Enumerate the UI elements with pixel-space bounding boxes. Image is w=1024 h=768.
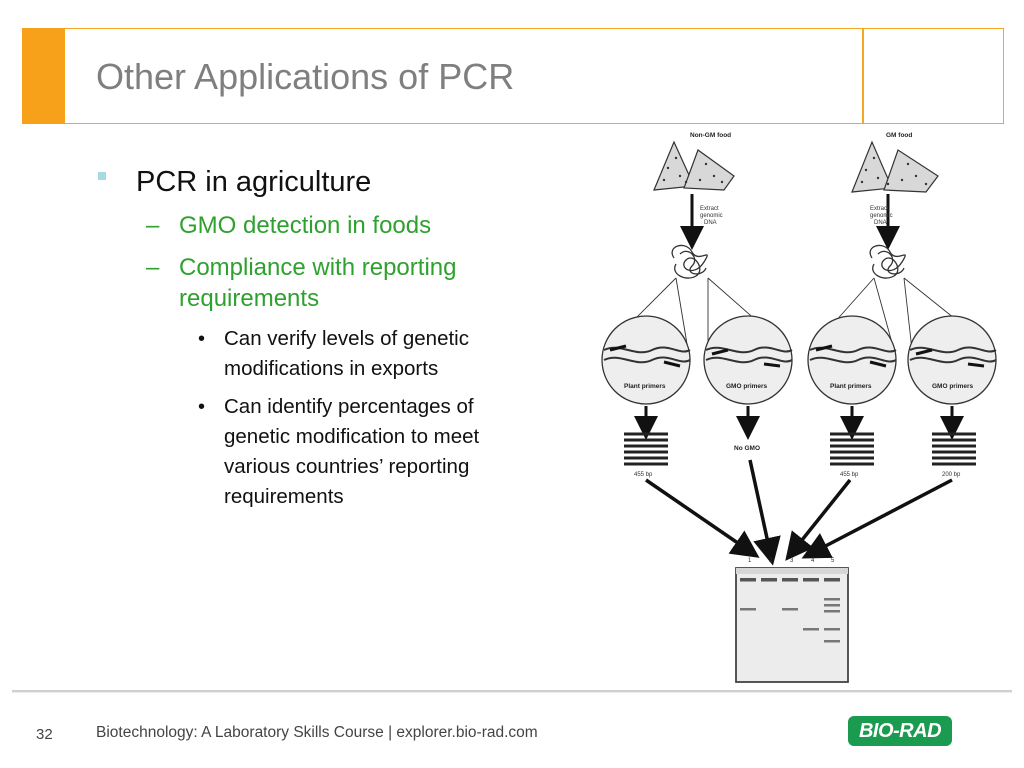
product-size-label: 455 bp: [634, 472, 653, 478]
dna-tangle-icon: [671, 244, 708, 279]
svg-text:GMO primers: GMO primers: [726, 383, 768, 390]
svg-text:3: 3: [790, 558, 794, 564]
svg-text:5: 5: [831, 558, 835, 564]
arrow-to-gel-icon: [645, 478, 760, 558]
dna-tangle-icon: [869, 244, 906, 279]
dot-marker: •: [198, 328, 206, 350]
svg-text:4: 4: [811, 558, 815, 564]
footer-text: Biotechnology: A Laboratory Skills Cours…: [96, 724, 538, 741]
product-size-label: 455 bp: [840, 472, 859, 478]
svg-text:2: 2: [769, 558, 773, 564]
sub-sub-bullet-text: Can verify levels of genetic modificatio…: [224, 327, 469, 380]
svg-text:DNA: DNA: [704, 220, 717, 226]
svg-text:GMO primers: GMO primers: [932, 383, 974, 390]
arrow-to-gel-icon: [801, 478, 953, 559]
svg-text:Plant primers: Plant primers: [830, 383, 872, 390]
slide-title: Other Applications of PCR: [96, 56, 515, 97]
footer-divider-shadow: [12, 692, 1012, 693]
extract-dna-label-right: Extract genomic DNA: [870, 206, 893, 226]
svg-text:1: 1: [748, 558, 752, 564]
footer-divider: [12, 690, 1012, 692]
nongm-food-icon: [653, 140, 735, 191]
gel-lane-numbers: 1 2 3 4 5: [748, 558, 835, 564]
svg-text:Extract: Extract: [700, 206, 719, 212]
gm-food-label: GM food: [886, 132, 912, 139]
dash-marker: –: [146, 212, 160, 239]
square-bullet-icon: [98, 172, 106, 180]
title-accent-block: [22, 28, 65, 124]
magnified-dna-plant-primers-left: Plant primers: [601, 315, 691, 405]
svg-text:genomic: genomic: [700, 213, 723, 219]
magnified-dna-plant-primers-right: Plant primers: [807, 315, 897, 405]
pcr-product-stack-icon: [830, 432, 874, 466]
svg-text:Extract: Extract: [870, 206, 889, 212]
arrow-to-gel-icon: [748, 459, 781, 566]
dash-marker: –: [146, 254, 160, 281]
pcr-product-stack-icon: [932, 432, 976, 466]
bullet-text: PCR in agriculture: [136, 166, 372, 198]
magnified-dna-gmo-primers-right: GMO primers: [907, 315, 997, 405]
gm-food-icon: [851, 140, 939, 193]
page-number: 32: [36, 726, 53, 743]
extract-dna-label-left: Extract genomic DNA: [700, 206, 723, 226]
dot-marker: •: [198, 396, 206, 418]
bio-rad-logo: BIO-RAD: [848, 716, 952, 746]
svg-text:DNA: DNA: [874, 220, 887, 226]
gmo-pcr-diagram: Non-GM food GM food Ex: [596, 128, 1006, 688]
svg-text:genomic: genomic: [870, 213, 893, 219]
svg-text:Plant primers: Plant primers: [624, 383, 666, 390]
product-size-label: 200 bp: [942, 472, 961, 478]
title-bar: [22, 28, 1004, 124]
magnified-dna-gmo-primers-left: GMO primers: [703, 315, 793, 405]
nongm-food-label: Non-GM food: [690, 132, 731, 139]
gel-electrophoresis-icon: [735, 567, 849, 683]
sub-bullet-text: GMO detection in foods: [179, 212, 432, 239]
sub-sub-bullet-text: Can identify percentages of genetic modi…: [224, 395, 480, 508]
no-gmo-label: No GMO: [734, 445, 760, 452]
pcr-product-stack-icon: [624, 432, 668, 466]
sub-bullet-text: Compliance with reporting requirements: [179, 254, 457, 312]
title-divider: [862, 28, 864, 124]
